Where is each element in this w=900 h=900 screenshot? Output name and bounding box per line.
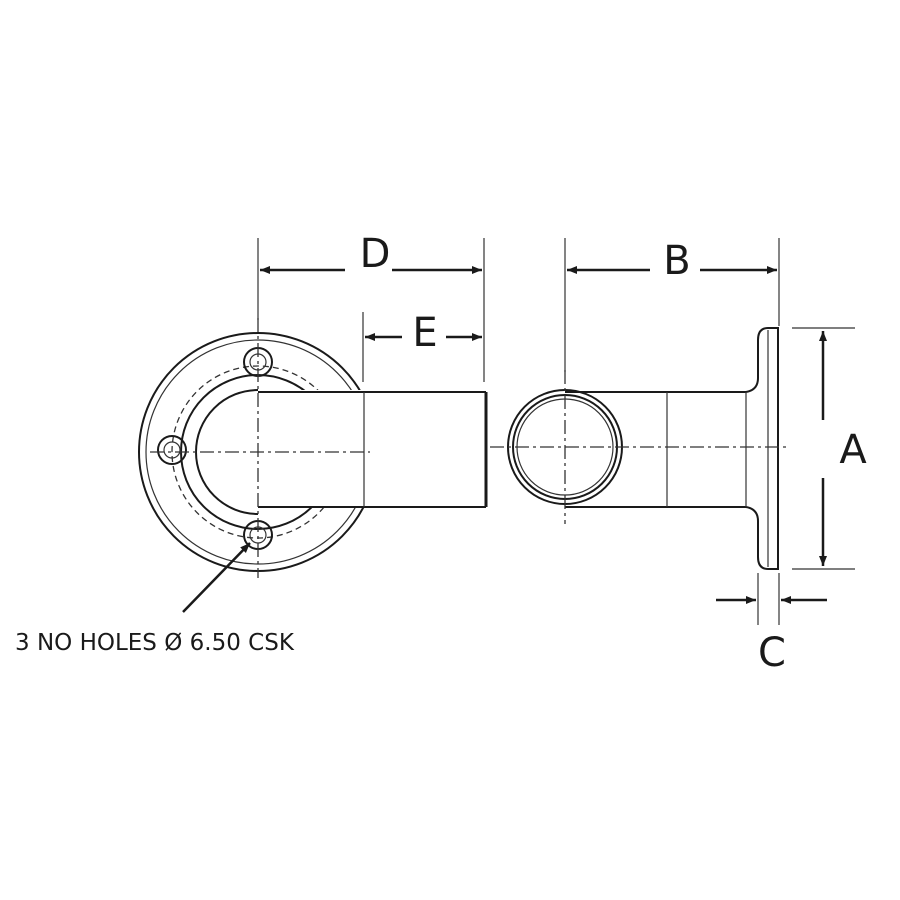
neck-fillet-top — [745, 377, 759, 393]
side-view — [490, 327, 790, 570]
neck-fillet-bottom — [745, 506, 759, 522]
dim-label-a: A — [839, 427, 867, 473]
dim-label-b: B — [663, 238, 690, 284]
hole-leader-arrow — [182, 542, 251, 613]
front-view — [138, 318, 488, 613]
dim-label-e: E — [412, 310, 437, 356]
flange-plate — [757, 327, 779, 570]
mounting-hole-left — [157, 435, 187, 465]
dimension-lines — [257, 238, 855, 625]
hole-note: 3 NO HOLES Ø 6.50 CSK — [15, 630, 295, 656]
dim-label-c: C — [758, 630, 786, 676]
dim-label-d: D — [360, 231, 391, 277]
